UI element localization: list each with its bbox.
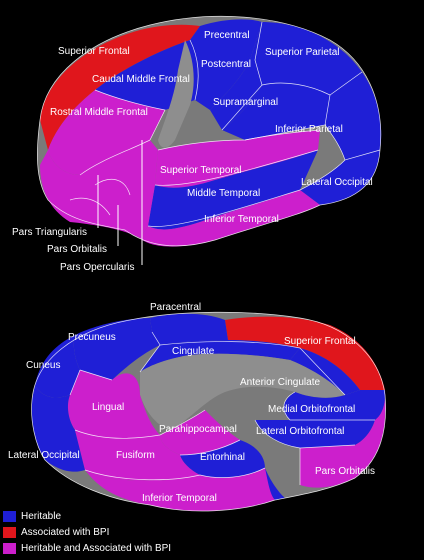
label-pars-orbitalis: Pars Orbitalis [47,244,107,255]
label-fusiform: Fusiform [116,450,155,461]
label-superior-temporal: Superior Temporal [160,165,242,176]
label-postcentral: Postcentral [201,59,251,70]
label-lateral-orbitofrontal: Lateral Orbitofrontal [256,426,344,437]
label-anterior-cingulate: Anterior Cingulate [240,377,320,388]
region-superior-temporal [155,130,320,188]
label-superior-frontal-lateral: Superior Frontal [58,46,130,57]
region-lateral-orbitofrontal [255,420,375,448]
legend-swatch-associated [3,526,16,538]
region-paracentral [150,313,228,345]
legend-swatch-both [3,542,16,554]
legend-item-associated: Associated with BPI [3,524,171,540]
region-medial-orbitofrontal [283,390,386,420]
region-lateral-occipital-medial [31,385,85,472]
region-supramarginal [222,83,330,140]
region-cuneus [35,335,80,398]
label-lingual: Lingual [92,402,124,413]
region-superior-parietal [255,22,362,95]
label-pars-triangularis: Pars Triangularis [12,227,87,238]
medial-view: Paracentral Precuneus Superior Frontal C… [8,302,386,512]
label-superior-frontal-medial: Superior Frontal [284,336,356,347]
region-middle-temporal [148,150,318,230]
legend-label-associated: Associated with BPI [21,526,110,538]
label-precuneus: Precuneus [68,332,116,343]
label-rostral-middle-frontal: Rostral Middle Frontal [50,107,148,118]
label-cuneus: Cuneus [26,360,60,371]
region-fusiform [75,430,200,481]
region-inferior-temporal-lateral [140,190,320,247]
region-postcentral [210,22,262,130]
corpus-callosum-gray [140,353,345,430]
region-superior-frontal-lateral [40,24,200,150]
label-inferior-temporal-medial: Inferior Temporal [142,493,217,504]
label-supramarginal: Supramarginal [213,97,278,108]
region-rostral-middle-frontal [48,90,165,175]
label-middle-temporal: Middle Temporal [187,188,260,199]
label-entorhinal: Entorhinal [200,452,245,463]
region-temporal-pole [265,468,285,500]
legend-label-heritable: Heritable [21,510,62,522]
label-medial-orbitofrontal: Medial Orbitofrontal [268,404,355,415]
lateral-view: Superior Frontal Precentral Superior Par… [12,15,382,273]
region-cingulate [140,340,300,372]
label-precentral: Precentral [204,30,250,41]
label-inferior-temporal-lateral: Inferior Temporal [204,214,279,225]
legend: Heritable Associated with BPI Heritable … [3,508,171,556]
region-pars-frontal-magenta [40,140,158,238]
legend-item-heritable: Heritable [3,508,171,524]
label-parahippocampal: Parahippocampal [159,424,237,435]
label-lateral-occipital-medial: Lateral Occipital [8,450,80,461]
legend-swatch-heritable [3,510,16,522]
label-pars-orbitalis-medial: Pars Orbitalis [315,466,375,477]
label-superior-parietal: Superior Parietal [265,47,339,58]
region-inferior-parietal [325,72,382,160]
label-inferior-parietal: Inferior Parietal [275,124,343,135]
label-paracentral: Paracentral [150,302,201,313]
region-precentral [190,19,262,111]
label-cingulate: Cingulate [172,346,215,357]
region-entorhinal [180,440,265,478]
legend-item-both: Heritable and Associated with BPI [3,540,171,556]
region-parahippocampal [160,410,240,455]
region-caudal-middle-frontal [95,40,199,110]
region-anterior-cingulate [290,348,360,395]
label-lateral-occipital-lateral: Lateral Occipital [301,177,373,188]
region-inferior-temporal-medial [85,468,275,512]
region-precuneus [73,318,160,380]
label-pars-opercularis: Pars Opercularis [60,262,134,273]
central-sulcus-gray [158,40,194,148]
label-caudal-middle-frontal: Caudal Middle Frontal [92,74,190,85]
region-pars-orbitalis-medial [300,390,386,488]
legend-label-both: Heritable and Associated with BPI [21,542,172,554]
region-lingual [67,370,160,439]
region-lateral-occipital-lateral [300,150,380,205]
